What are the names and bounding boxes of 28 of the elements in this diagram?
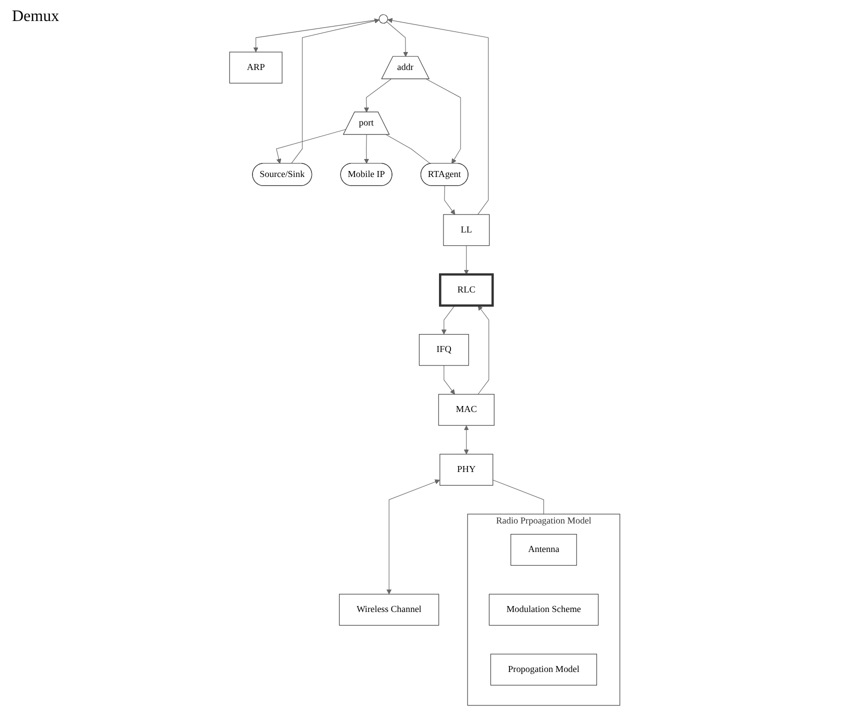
node-box: LL — [443, 214, 490, 246]
connector — [386, 134, 431, 164]
arrow — [464, 424, 470, 454]
arrow — [386, 20, 408, 56]
node-box: Propogation Model — [490, 653, 598, 685]
node-box: MAC — [438, 394, 495, 426]
node-box: Wireless Channel — [339, 593, 440, 626]
arrow — [478, 304, 490, 394]
arrow — [276, 128, 347, 164]
arrow — [364, 134, 370, 164]
arrow — [426, 78, 462, 164]
arrow — [464, 244, 470, 274]
node-box: Antenna — [510, 533, 578, 566]
node-circle — [379, 14, 388, 24]
node-box: IFQ — [419, 334, 470, 366]
arrow — [364, 78, 392, 112]
node-box: Modulation Scheme — [489, 593, 599, 626]
arrow — [442, 304, 456, 334]
arrow — [388, 18, 489, 214]
arrow — [444, 364, 456, 394]
arrow — [444, 185, 456, 214]
diagram-label: Demux — [12, 8, 60, 26]
arrow — [291, 18, 380, 164]
node-box: RLC — [439, 272, 494, 306]
connector — [492, 479, 544, 514]
node-box: PHY — [440, 453, 494, 486]
arrow — [386, 478, 440, 594]
node-box: ARP — [230, 51, 283, 83]
